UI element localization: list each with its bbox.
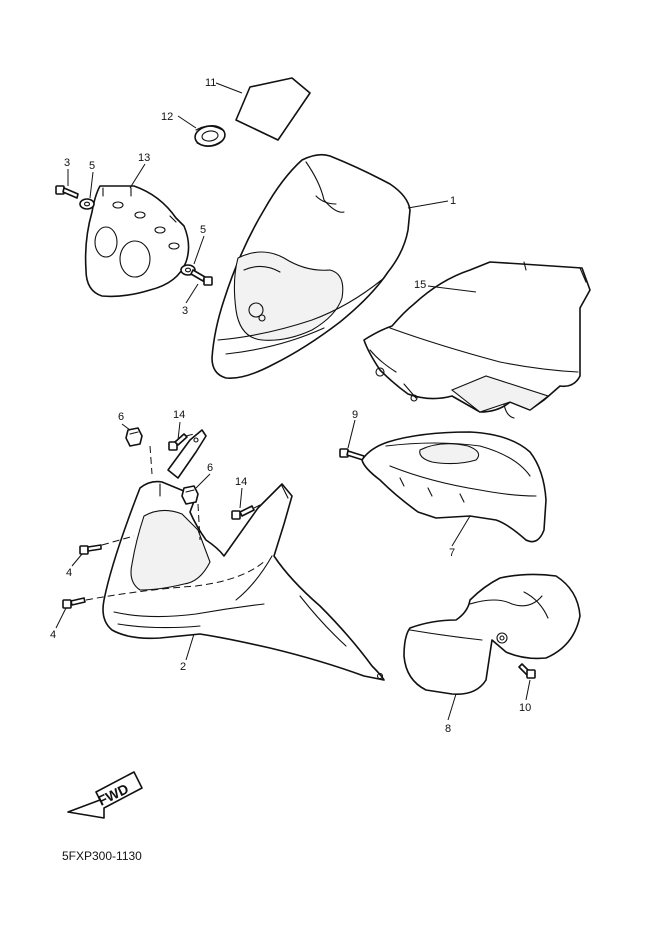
callout-9: 9 [352,409,358,421]
part-1-front-cover[interactable] [211,153,411,380]
part-2-leg-shield-cover[interactable] [102,480,385,681]
part-14-screw-upper[interactable] [168,433,188,451]
part-9-bolt[interactable] [339,448,365,461]
callout-15: 15 [414,279,426,291]
diagram-code: 5FXP300-1130 [62,849,142,863]
part-13-headlight-bracket[interactable] [84,185,190,298]
part-15-inner-panel[interactable] [363,261,591,419]
part-3-bolt-lower[interactable] [190,269,213,286]
leader-lines [55,82,531,721]
part-10-bolt[interactable] [518,663,536,679]
callout-8: 8 [445,723,451,735]
part-7-inner-cover[interactable] [361,431,547,543]
part-11-decal[interactable] [235,77,311,141]
callout-12: 12 [161,111,173,123]
callout-5-upper: 5 [89,160,95,172]
callout-14-upper: 14 [173,409,185,421]
callout-labels: 11 12 3 5 13 5 3 1 15 9 7 8 10 6 14 6 14… [50,77,531,735]
part-6-nut-upper[interactable] [125,427,143,447]
callout-6-lower: 6 [207,462,213,474]
part-5-washer-upper[interactable] [79,198,95,210]
part-6-nut-lower[interactable] [181,485,199,505]
forward-arrow-icon: FWD [67,771,143,819]
callout-14-lower: 14 [235,476,247,488]
callout-7: 7 [449,547,455,559]
callout-5-lower: 5 [200,224,206,236]
callout-10: 10 [519,702,531,714]
part-3-bolt-upper[interactable] [55,185,79,199]
part-4-screw-lower[interactable] [62,597,86,609]
part-14-screw-lower[interactable] [231,505,255,520]
callout-1: 1 [450,195,456,207]
callout-3-lower: 3 [182,305,188,317]
callout-13: 13 [138,152,150,164]
callout-2: 2 [180,661,186,673]
part-12-emblem[interactable] [194,124,226,148]
callout-4-upper: 4 [66,567,72,579]
callout-6-upper: 6 [118,411,124,423]
bracket-stay [167,429,207,479]
assembly-lines [85,433,267,601]
part-4-screw-upper[interactable] [79,544,102,555]
fwd-label: FWD [95,780,131,808]
callout-3-upper: 3 [64,157,70,169]
callout-4-lower: 4 [50,629,56,641]
callout-11: 11 [205,77,216,89]
part-8-lower-cover[interactable] [403,573,581,696]
